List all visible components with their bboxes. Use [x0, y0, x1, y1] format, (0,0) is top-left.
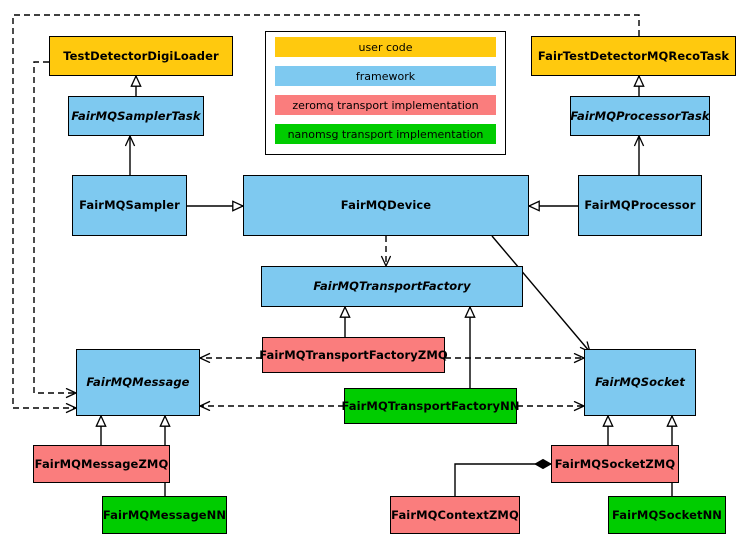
class-node-fairmqprocessortask[interactable]: FairMQProcessorTask — [570, 96, 710, 136]
class-label: FairMQMessage — [86, 375, 190, 390]
class-node-fairmqsamplertask[interactable]: FairMQSamplerTask — [68, 96, 204, 136]
legend-item-zeromq: zeromq transport implementation — [275, 95, 496, 115]
legend-item-user-code: user code — [275, 37, 496, 57]
class-label: FairMQSocketNN — [611, 507, 723, 522]
class-node-fairmqsampler[interactable]: FairMQSampler — [72, 175, 187, 236]
class-label: FairMQTransportFactory — [313, 279, 471, 294]
class-node-fairmqcontextzmq[interactable]: FairMQContextZMQ — [390, 496, 520, 534]
class-node-fairmqprocessor[interactable]: FairMQProcessor — [578, 175, 702, 236]
class-label: TestDetectorDigiLoader — [63, 48, 219, 63]
legend-item-nanomsg: nanomsg transport implementation — [275, 124, 496, 144]
class-label: FairMQTransportFactoryNN — [341, 398, 520, 413]
class-label: FairMQSamplerTask — [71, 108, 201, 123]
class-label: FairMQMessageNN — [102, 507, 227, 522]
legend-label-nanomsg: nanomsg transport implementation — [287, 127, 484, 141]
class-label: FairMQMessageZMQ — [34, 456, 169, 471]
class-label: FairMQSocket — [595, 375, 685, 390]
class-node-fairmqmessage[interactable]: FairMQMessage — [76, 349, 200, 416]
class-label: FairMQSocketZMQ — [554, 456, 676, 471]
class-label: FairMQContextZMQ — [391, 507, 519, 522]
class-node-testdetectordigiloader[interactable]: TestDetectorDigiLoader — [49, 36, 233, 76]
class-label: FairMQSampler — [79, 198, 180, 213]
class-node-fairmqmessagezmq[interactable]: FairMQMessageZMQ — [33, 445, 170, 483]
class-label: FairMQTransportFactoryZMQ — [259, 347, 448, 362]
legend-label-user-code: user code — [358, 40, 413, 54]
class-node-fairmqmessagenn[interactable]: FairMQMessageNN — [102, 496, 227, 534]
class-label: FairMQDevice — [340, 198, 432, 213]
class-node-fairmqtransportfactorynn[interactable]: FairMQTransportFactoryNN — [341, 388, 520, 424]
class-label: FairMQProcessor — [584, 198, 696, 213]
class-node-fairmqsocket[interactable]: FairMQSocket — [584, 349, 696, 416]
class-node-fairtestdetectormqrecotask[interactable]: FairTestDetectorMQRecoTask — [531, 36, 736, 76]
legend-label-zeromq: zeromq transport implementation — [292, 98, 479, 112]
class-node-fairmqsocketnn[interactable]: FairMQSocketNN — [608, 496, 726, 534]
legend-item-framework: framework — [275, 66, 496, 86]
edge-contextzmq-to-socketzmq — [454, 458, 553, 496]
legend-label-framework: framework — [355, 69, 416, 83]
class-label: FairTestDetectorMQRecoTask — [537, 48, 730, 63]
class-label: FairMQProcessorTask — [570, 108, 710, 123]
class-node-fairmqdevice[interactable]: FairMQDevice — [243, 175, 529, 236]
class-node-fairmqtransportfactory[interactable]: FairMQTransportFactory — [261, 266, 523, 307]
class-node-fairmqsocketzmq[interactable]: FairMQSocketZMQ — [551, 445, 679, 483]
class-node-fairmqtransportfactoryzmq[interactable]: FairMQTransportFactoryZMQ — [259, 337, 448, 373]
